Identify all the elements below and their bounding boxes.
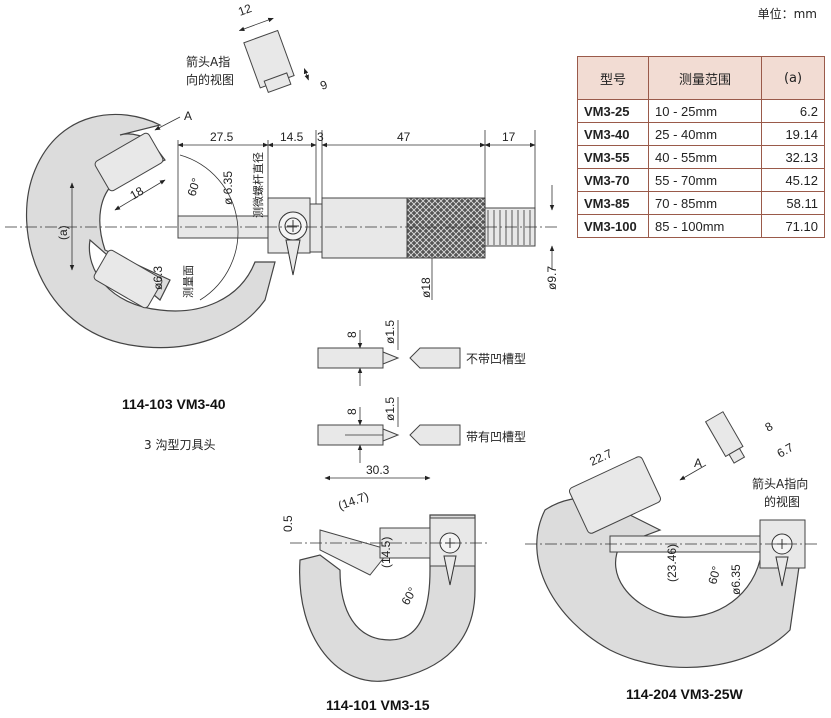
vm3-25w-angle-60: 60°: [705, 564, 723, 585]
dim-17: 17: [502, 130, 516, 144]
dim-6-3: ø6.3: [151, 266, 165, 290]
sleeve: [309, 203, 323, 253]
a-cell: 32.13: [761, 145, 825, 169]
range-cell: 55 - 70mm: [648, 168, 762, 192]
tip-dim-1-5: ø1.5: [383, 397, 397, 421]
vm3-25w-dim-6-7: 6.7: [775, 440, 797, 461]
upper-anvil: [94, 132, 164, 192]
knurled-grip: [406, 197, 486, 259]
vm3-25w-dim-22-7: 22.7: [587, 446, 614, 469]
vm3-25w-arrow-view: [704, 411, 746, 464]
dim-18: 18: [128, 184, 147, 203]
tip-with-groove: 8 ø1.5 带有凹槽型: [317, 397, 526, 463]
dim-9: 9: [318, 77, 329, 93]
vm3-25w-anvil: [568, 456, 662, 534]
dim-12: 12: [236, 1, 254, 19]
vm3-15-micrometer: 30.3 (14.7) 0.5 (14.5) 60° 114-101 VM3-1…: [281, 463, 490, 713]
a-cell: 45.12: [761, 168, 825, 192]
col-a-header: (a): [761, 56, 825, 100]
main-subcaption: 3 沟型刀具头: [144, 438, 215, 452]
vm3-25w-view-label-1: 箭头A指向: [752, 476, 808, 491]
a-cell: 6.2: [761, 99, 825, 123]
with-groove-label: 带有凹槽型: [466, 430, 526, 444]
a-cell: 19.14: [761, 122, 825, 146]
vm3-25w-arrow-a: A: [694, 456, 702, 470]
no-groove-label: 不带凹槽型: [466, 352, 526, 366]
arrow-a-view: [238, 17, 309, 94]
dim-9-7: ø9.7: [545, 266, 559, 290]
tip-dim-8: 8: [345, 331, 359, 338]
tip-dim-1-5: ø1.5: [383, 320, 397, 344]
spindle-dia-label: 测微螺杆直径: [251, 152, 265, 218]
dim-3: 3: [317, 130, 324, 144]
thimble: [321, 197, 408, 259]
vm3-25w-micrometer: 22.7 (23.46) 60° ø6.35 A 8 6.7 箭头A指向 的视图…: [525, 411, 820, 702]
arrow-view-label-2: 向的视图: [186, 72, 234, 87]
tip-dim-8: 8: [345, 408, 359, 415]
range-cell: 70 - 85mm: [648, 191, 762, 215]
main-caption: 114-103 VM3-40: [122, 396, 226, 412]
main-frame: [25, 113, 276, 349]
dim-18-dia: ø18: [419, 277, 433, 298]
vm3-15-dim-30-3: 30.3: [366, 463, 390, 477]
model-cell: VM3-100: [577, 214, 649, 238]
vm3-15-dim-0-5: 0.5: [281, 515, 295, 532]
table-header-row: 型号 测量范围 (a): [577, 56, 825, 100]
vm3-15-dim-14-5: (14.5): [379, 537, 393, 568]
arrow-a-marker: A: [184, 109, 192, 123]
main-micrometer: 27.5 14.5 3 47 17 (a) 18 60° ø 6.35 测微螺杆…: [5, 1, 560, 452]
vm3-25w-view-label-2: 的视图: [764, 494, 800, 509]
model-cell: VM3-25: [577, 99, 649, 123]
model-cell: VM3-40: [577, 122, 649, 146]
angle-60: 60°: [185, 176, 204, 198]
model-cell: VM3-70: [577, 168, 649, 192]
lock-lever: [285, 239, 301, 276]
lower-anvil: [93, 249, 163, 309]
vm3-15-dim-14-7: (14.7): [336, 489, 370, 513]
dim-a: (a): [56, 225, 70, 240]
tip-no-groove: 8 ø1.5 不带凹槽型: [317, 320, 526, 386]
arrow-view-label-1: 箭头A指: [186, 54, 230, 69]
vm3-25w-caption: 114-204 VM3-25W: [626, 686, 744, 702]
dim-14-5: 14.5: [280, 130, 304, 144]
range-cell: 25 - 40mm: [648, 122, 762, 146]
vm3-25w-dim-8: 8: [763, 419, 776, 435]
a-cell: 71.10: [761, 214, 825, 238]
measuring-face-label: 测量面: [182, 265, 195, 298]
dim-27-5: 27.5: [210, 130, 234, 144]
range-cell: 85 - 100mm: [648, 214, 762, 238]
vm3-25w-dim-23-46: (23.46): [665, 544, 679, 582]
range-cell: 40 - 55mm: [648, 145, 762, 169]
col-range-header: 测量范围: [648, 56, 762, 100]
dim-47: 47: [397, 130, 411, 144]
unit-label: 单位：mm: [757, 7, 817, 21]
vm3-25w-dim-6-35: ø6.35: [729, 564, 743, 595]
dim-6-35: ø 6.35: [221, 171, 235, 205]
vm3-15-caption: 114-101 VM3-15: [326, 697, 430, 713]
vm3-15-angle-60: 60°: [398, 585, 419, 608]
